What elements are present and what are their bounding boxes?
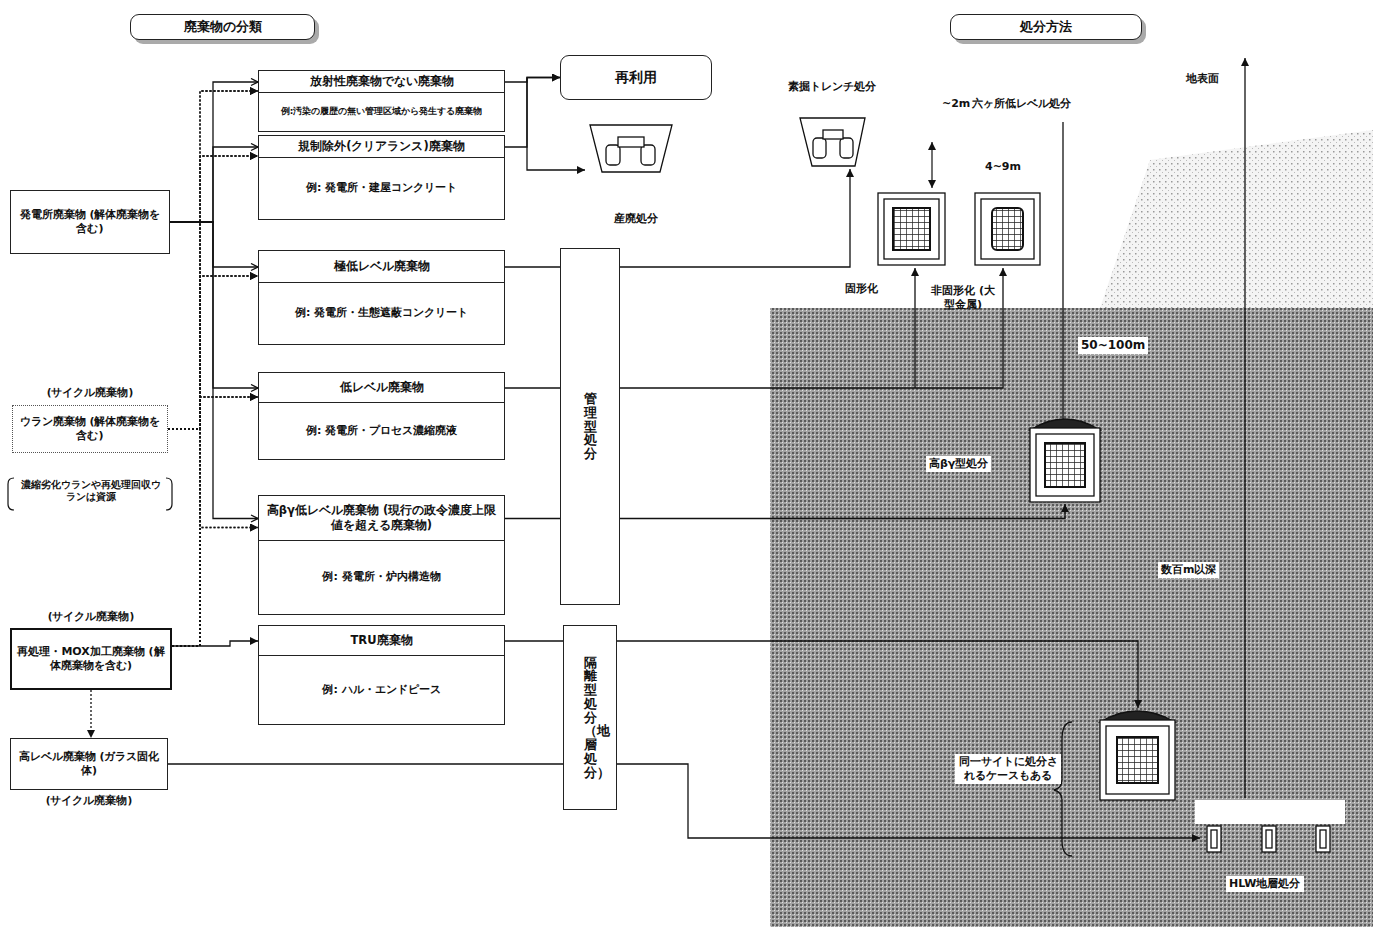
node-text: 高レベル廃棄物 (ガラス固化体)	[15, 750, 163, 779]
blank-panel	[1195, 800, 1345, 824]
connector	[172, 276, 258, 646]
node-text: 廃棄物の分類	[137, 19, 308, 35]
connector	[170, 222, 258, 519]
example-text: 例: ハル・エンドピース	[259, 656, 504, 724]
ground	[770, 308, 1373, 927]
connector	[170, 147, 258, 222]
example-text: 例: 発電所・プロセス濃縮廃液	[259, 403, 504, 459]
connector	[170, 82, 258, 222]
note: 濃縮劣化ウランや再処理回収ウランは資源	[18, 479, 164, 503]
class-title: 規制除外(クリアランス)廃棄物	[259, 136, 504, 158]
note-bracket	[8, 478, 172, 510]
process-label: 固形化	[845, 282, 878, 296]
hlw-canisters	[1207, 826, 1330, 852]
class-title: 極低レベル廃棄物	[259, 251, 504, 283]
tru-vault	[1100, 711, 1175, 800]
node-text: 隔離型処分（地層処分）	[584, 656, 597, 780]
route-line	[620, 504, 1065, 519]
section-header: 処分方法	[950, 14, 1142, 40]
facility-label: 六ヶ所低レベル処分	[972, 97, 1071, 111]
connector	[168, 91, 258, 429]
rokkasho-metal-vault	[975, 193, 1040, 265]
vent-line	[1062, 122, 1063, 425]
class-box: 極低レベル廃棄物例: 発電所・生態遮蔽コンクリート	[258, 250, 505, 345]
connector	[168, 397, 258, 429]
connector	[505, 266, 560, 267]
node-text: 処分方法	[957, 19, 1135, 35]
dimension: ~2m	[942, 97, 970, 111]
high-bg-vault	[1030, 419, 1100, 502]
industrial-trench-icon	[590, 125, 672, 172]
facility-label: 高βγ型処分	[926, 456, 991, 472]
node-text: 再利用	[561, 68, 711, 86]
source-box: (サイクル廃棄物)再処理・MOX加工廃棄物 (解体廃棄物を含む)	[10, 628, 172, 690]
rokkasho-solid-vault	[878, 193, 945, 265]
class-box: 放射性廃棄物でない廃棄物例:汚染の履歴の無い管理区域から発生する廃棄物	[258, 70, 505, 132]
class-title: 放射性廃棄物でない廃棄物	[259, 71, 504, 93]
connector	[505, 78, 560, 148]
route-line	[617, 764, 1200, 838]
node-text: 管理型処分	[584, 392, 597, 461]
route-line	[620, 268, 1003, 388]
connector	[505, 518, 560, 519]
source-box: 発電所廃棄物 (解体廃棄物を含む)	[10, 190, 170, 254]
connector	[170, 222, 258, 388]
node-text: ウラン廃棄物 (解体廃棄物を含む)	[17, 415, 163, 444]
dimension: 4~9m	[985, 160, 1021, 174]
note: 同一サイトに処分されるケースもある	[955, 754, 1061, 784]
connector	[170, 222, 258, 267]
facility-label: 産廃処分	[614, 212, 658, 226]
disposal-band: 隔離型処分（地層処分）	[563, 625, 617, 810]
connector	[505, 640, 563, 641]
process-label: 非固形化 (大型金属)	[930, 284, 996, 312]
disposal-band: 管理型処分	[560, 248, 620, 605]
class-title: 高βγ低レベル廃棄物 (現行の政令濃度上限値を超える廃棄物)	[259, 496, 504, 541]
depth-arrow	[931, 142, 932, 188]
node-text: 発電所廃棄物 (解体廃棄物を含む)	[15, 208, 165, 237]
example-text: 例: 発電所・生態遮蔽コンクリート	[259, 283, 504, 344]
surface-arrow	[1244, 58, 1245, 798]
dimension: 数百m以深	[1158, 562, 1219, 578]
reuse-box: 再利用	[560, 55, 712, 100]
node-text: 再処理・MOX加工廃棄物 (解体廃棄物を含む)	[16, 645, 166, 674]
facility-label: HLW地層処分	[1226, 876, 1304, 892]
brace	[1054, 722, 1072, 856]
example-text: 例:汚染の履歴の無い管理区域から発生する廃棄物	[259, 93, 504, 131]
dimension: 50~100m	[1078, 337, 1148, 354]
node-text: (サイクル廃棄物)	[1, 386, 179, 400]
connector	[172, 641, 258, 646]
ground-speckle	[1100, 130, 1373, 308]
connector	[172, 156, 258, 646]
connector	[168, 763, 563, 764]
example-text: 例: 発電所・建屋コンクリート	[259, 158, 504, 219]
source-box: (サイクル廃棄物)ウラン廃棄物 (解体廃棄物を含む)	[12, 405, 168, 453]
connector	[168, 276, 258, 429]
connector	[505, 387, 560, 388]
class-box: 規制除外(クリアランス)廃棄物例: 発電所・建屋コンクリート	[258, 135, 505, 220]
trench-icon	[800, 118, 865, 166]
source-box: 高レベル廃棄物 (ガラス固化体)(サイクル廃棄物)	[10, 738, 168, 790]
connector	[172, 397, 258, 646]
connector	[172, 91, 258, 646]
facility-label: 素掘トレンチ処分	[788, 80, 876, 94]
connector	[168, 429, 258, 528]
surface-label: 地表面	[1186, 72, 1219, 86]
connector	[505, 78, 560, 83]
section-header: 廃棄物の分類	[130, 14, 315, 40]
example-text: 例: 発電所・炉内構造物	[259, 541, 504, 614]
class-box: 低レベル廃棄物例: 発電所・プロセス濃縮廃液	[258, 372, 505, 460]
class-box: 高βγ低レベル廃棄物 (現行の政令濃度上限値を超える廃棄物)例: 発電所・炉内構…	[258, 495, 505, 615]
class-title: 低レベル廃棄物	[259, 373, 504, 403]
class-title: TRU廃棄物	[259, 626, 504, 656]
node-text: (サイクル廃棄物)	[0, 794, 179, 808]
connector	[168, 156, 258, 429]
route-line	[617, 641, 1138, 708]
connector	[90, 690, 91, 738]
route-line	[914, 268, 915, 388]
connector	[172, 528, 258, 647]
class-box: TRU廃棄物例: ハル・エンドピース	[258, 625, 505, 725]
node-text: (サイクル廃棄物)	[0, 610, 182, 624]
